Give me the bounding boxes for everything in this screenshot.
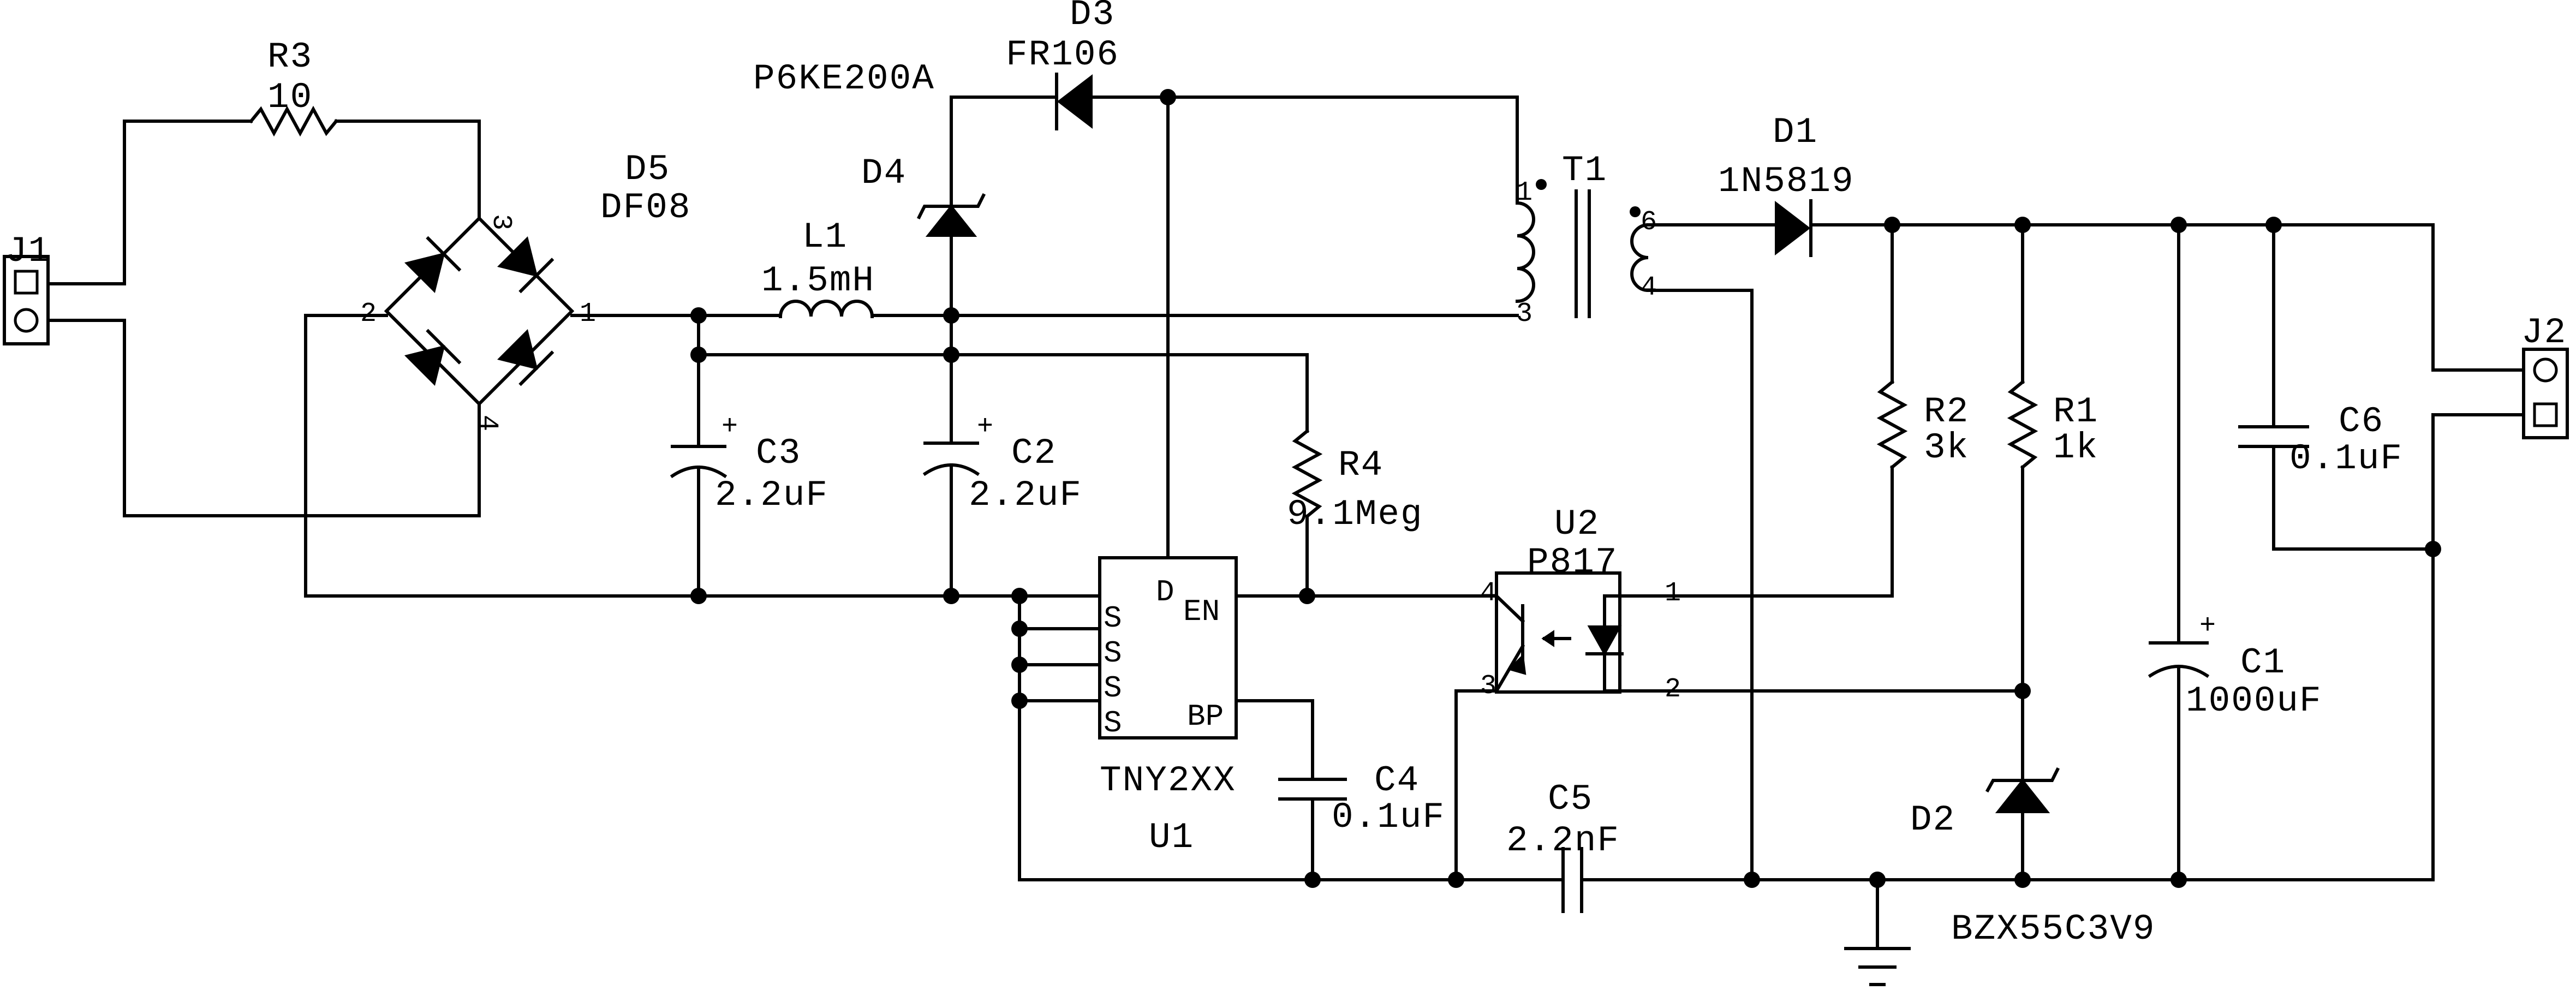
u2-pin-1: 1 bbox=[1665, 578, 1681, 609]
ground-symbol bbox=[1844, 878, 1911, 986]
d1-ref: D1 bbox=[1773, 112, 1818, 153]
connector-j1: J1 bbox=[3, 231, 51, 345]
c1-polarity: + bbox=[2199, 611, 2216, 642]
t1-pin-3: 3 bbox=[1516, 299, 1533, 330]
c2-polarity: + bbox=[977, 411, 993, 443]
capacitor-c6: C6 0.1uF bbox=[2238, 401, 2403, 479]
u2-ref: U2 bbox=[1554, 504, 1600, 545]
bridge-pin-4: 4 bbox=[472, 415, 503, 431]
u1-ref: U1 bbox=[1149, 817, 1194, 858]
capacitor-c5: C5 2.2nF bbox=[1506, 779, 1620, 913]
j1-ref: J1 bbox=[5, 231, 51, 272]
c1-ref: C1 bbox=[2240, 642, 2286, 683]
t1-pin-6: 6 bbox=[1641, 207, 1657, 238]
c4-value: 0.1uF bbox=[1332, 797, 1445, 838]
r4-ref: R4 bbox=[1338, 445, 1384, 486]
inductor-l1: L1 1.5mH bbox=[761, 217, 875, 319]
tvs-diode-d4: D4 P6KE200A bbox=[753, 58, 986, 237]
d4-ref: D4 bbox=[861, 153, 907, 194]
u2-pin-3: 3 bbox=[1480, 671, 1496, 702]
j2-ref: J2 bbox=[2521, 312, 2567, 353]
r2-ref: R2 bbox=[1924, 391, 1969, 432]
d4-value: P6KE200A bbox=[753, 58, 935, 99]
u1-pin-bp: BP bbox=[1187, 699, 1224, 734]
u1-pin-s2: S bbox=[1104, 636, 1122, 671]
u1-pin-en: EN bbox=[1183, 594, 1220, 629]
c2-ref: C2 bbox=[1011, 433, 1057, 474]
capacitor-c2: + C2 2.2uF bbox=[922, 411, 1082, 516]
bridge-pin-3: 3 bbox=[485, 214, 516, 230]
resistor-r1: R1 1k bbox=[2007, 379, 2098, 470]
r4-value: 9.1Meg bbox=[1287, 494, 1423, 535]
t1-pin-4: 4 bbox=[1641, 272, 1657, 303]
r1-value: 1k bbox=[2053, 427, 2098, 468]
u1-pin-s3: S bbox=[1104, 671, 1122, 706]
u1-pin-s4: S bbox=[1104, 706, 1122, 741]
c3-polarity: + bbox=[721, 411, 738, 443]
d5-value: DF08 bbox=[600, 187, 691, 228]
r2-value: 3k bbox=[1924, 427, 1969, 468]
c3-ref: C3 bbox=[756, 433, 801, 474]
c3-value: 2.2uF bbox=[715, 475, 828, 516]
d5-ref: D5 bbox=[625, 149, 670, 190]
resistor-r3: R3 10 bbox=[248, 37, 339, 137]
capacitor-c4: C4 0.1uF bbox=[1278, 760, 1445, 838]
d1-value: 1N5819 bbox=[1718, 161, 1855, 202]
d2-value: BZX55C3V9 bbox=[1951, 909, 2155, 950]
c1-value: 1000uF bbox=[2186, 681, 2322, 721]
c2-value: 2.2uF bbox=[969, 475, 1082, 516]
c4-ref: C4 bbox=[1374, 760, 1420, 801]
d3-ref: D3 bbox=[1070, 0, 1115, 35]
l1-value: 1.5mH bbox=[761, 260, 875, 301]
ic-u1: S S S S D EN BP TNY2XX U1 bbox=[1098, 556, 1238, 858]
u2-value: P817 bbox=[1527, 542, 1618, 583]
junctions bbox=[690, 89, 2441, 888]
u1-pin-d: D bbox=[1156, 575, 1174, 610]
u1-pin-s1: S bbox=[1104, 601, 1122, 636]
wires bbox=[46, 96, 2525, 881]
u2-pin-4: 4 bbox=[1480, 578, 1496, 609]
c5-value: 2.2nF bbox=[1506, 820, 1620, 861]
optocoupler-u2: 4 3 1 2 U2 P817 bbox=[1480, 504, 1681, 705]
t1-pin-1: 1 bbox=[1516, 177, 1533, 208]
d2-ref: D2 bbox=[1910, 800, 1955, 840]
transformer-t1: 1 3 6 4 T1 bbox=[1515, 150, 1657, 330]
diode-d1: D1 1N5819 bbox=[1718, 112, 1855, 257]
connector-j2: J2 bbox=[2521, 312, 2569, 439]
t1-ref: T1 bbox=[1562, 150, 1607, 191]
bridge-rectifier-d5: 3 2 1 4 D5 DF08 bbox=[360, 149, 691, 438]
c6-ref: C6 bbox=[2339, 401, 2384, 442]
zener-diode-d2: D2 BZX55C3V9 bbox=[1910, 767, 2155, 950]
c6-value: 0.1uF bbox=[2289, 438, 2403, 479]
r1-ref: R1 bbox=[2053, 391, 2098, 432]
capacitor-c1: + C1 1000uF bbox=[2148, 611, 2322, 721]
resistor-r4: R4 9.1Meg bbox=[1287, 428, 1423, 535]
capacitor-c3: + C3 2.2uF bbox=[670, 411, 828, 516]
diode-d3: D3 FR106 bbox=[1006, 0, 1119, 130]
u1-value: TNY2XX bbox=[1100, 760, 1236, 801]
d3-value: FR106 bbox=[1006, 34, 1119, 75]
r3-value: 10 bbox=[267, 77, 313, 118]
l1-ref: L1 bbox=[802, 217, 848, 258]
r3-ref: R3 bbox=[267, 37, 313, 77]
resistor-r2: R2 3k bbox=[1876, 379, 1969, 470]
c5-ref: C5 bbox=[1548, 779, 1593, 820]
